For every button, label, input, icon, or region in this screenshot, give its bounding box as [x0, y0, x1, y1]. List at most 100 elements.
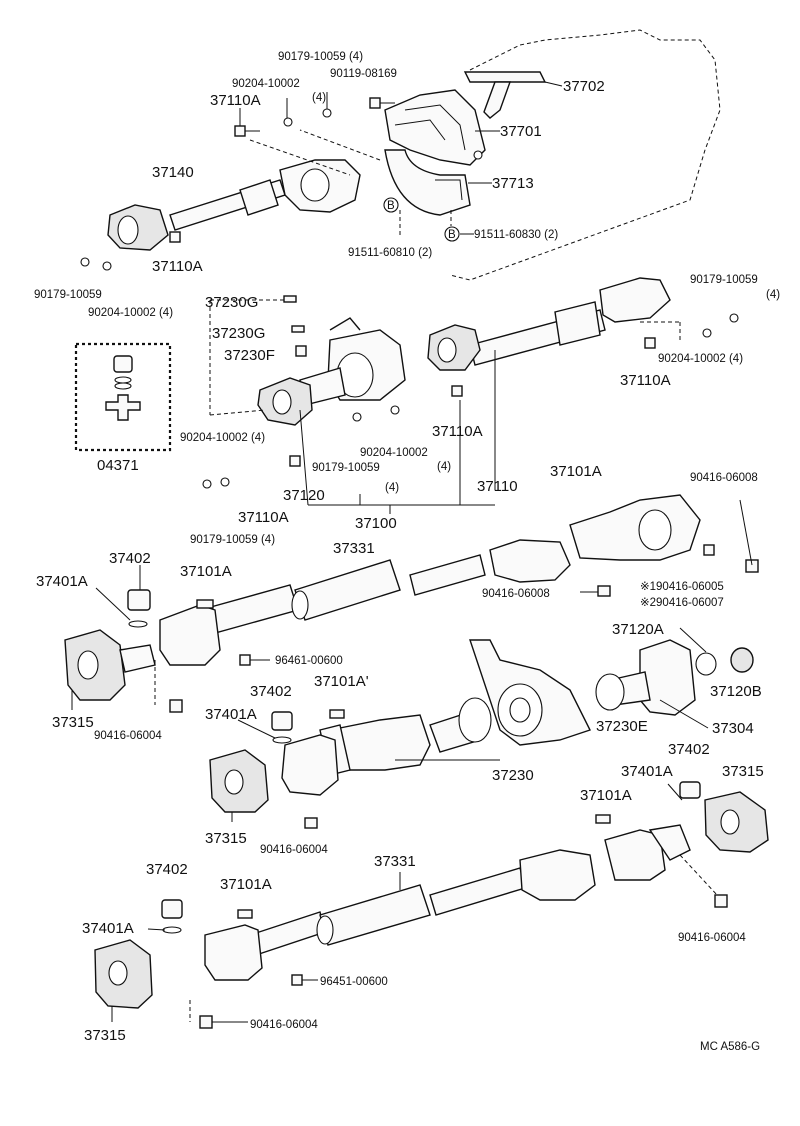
propeller-shaft-37140	[107, 139, 361, 251]
label-90204-10002-mid2: 90204-10002	[360, 447, 428, 459]
cap-37402-d	[161, 899, 183, 934]
marker-b-right	[444, 226, 460, 242]
label-37101A-d: 37101A	[580, 787, 632, 804]
label-4-right: (4)	[766, 289, 780, 301]
label-37315-b: 37315	[205, 830, 247, 847]
label-90179-10059-right: 90179-10059	[690, 274, 758, 286]
label-91511-60810: 91511-60810 (2)	[348, 247, 432, 259]
middle-leader-lines	[209, 299, 681, 514]
fasteners-row7	[199, 909, 303, 1029]
label-91511-60830: 91511-60830 (2)	[474, 229, 558, 241]
label-190416-06005: ※190416-06005	[640, 581, 724, 593]
label-90204-10002-right: 90204-10002 (4)	[658, 353, 743, 365]
label-37110A-right: 37110A	[620, 372, 671, 389]
label-37110A-mid: 37110A	[432, 423, 483, 440]
marker-b-label-left: B	[387, 200, 395, 212]
label-90416-06004-d: 90416-06004	[678, 932, 746, 944]
footer-code: MC A586-G	[700, 1041, 760, 1053]
marker-b-label-right: B	[448, 229, 456, 241]
label-37110A-low: 37110A	[238, 509, 289, 526]
leaders-row7	[111, 872, 401, 1023]
label-90416-06004-b: 90416-06004	[260, 844, 328, 856]
flange-yoke-37315-a	[64, 629, 156, 701]
label-90416-06008-a: 90416-06008	[690, 472, 758, 484]
label-37230E: 37230E	[596, 718, 648, 735]
leaders-row3	[71, 499, 753, 710]
leader-lines-top	[239, 81, 563, 236]
label-37100: 37100	[355, 515, 397, 532]
propeller-shaft-rear-right	[604, 824, 691, 881]
label-90204-10002-top: 90204-10002	[232, 78, 300, 90]
label-37230: 37230	[492, 767, 534, 784]
label-4-mid2: (4)	[437, 461, 451, 473]
label-37120B: 37120B	[710, 683, 762, 700]
label-96451-00600: 96451-00600	[320, 976, 388, 988]
leaders-row5	[231, 719, 276, 822]
spring-37230E	[595, 673, 625, 711]
flange-yoke-37315-b	[209, 749, 269, 813]
label-37331-lower: 37331	[374, 853, 416, 870]
label-37401A-a: 37401A	[36, 573, 88, 590]
label-37230F: 37230F	[224, 347, 275, 364]
label-90119-08169: 90119-08169	[330, 68, 397, 80]
leaders-row4	[395, 627, 709, 761]
cushion-37713	[384, 149, 471, 216]
propeller-shaft-rear-middle	[281, 724, 351, 796]
label-37140: 37140	[152, 164, 194, 181]
center-bearing-hanger-37701	[384, 89, 486, 166]
label-37701: 37701	[500, 123, 542, 140]
label-90179-10059-top: 90179-10059 (4)	[278, 51, 363, 63]
flange-yoke-37315-c	[704, 791, 769, 853]
label-37402-d: 37402	[146, 861, 188, 878]
washer-37120A	[695, 652, 717, 676]
bolt-90119	[369, 97, 395, 109]
label-37402-a: 37402	[109, 550, 151, 567]
label-37110A-left: 37110A	[152, 258, 203, 275]
sleeve-37331-upper	[291, 559, 401, 621]
label-37401A-b: 37401A	[205, 706, 257, 723]
label-37315-a: 37315	[52, 714, 94, 731]
label-90416-06004-a: 90416-06004	[94, 730, 162, 742]
label-4-top: (4)	[312, 92, 326, 104]
flange-yoke-37315-d	[94, 939, 153, 1009]
label-37110A-top: 37110A	[210, 92, 261, 109]
label-37402-b: 37402	[250, 683, 292, 700]
label-37230G-b: 37230G	[212, 325, 265, 342]
part-labels: 37702 37701 37713 90179-10059 (4) 90204-…	[34, 51, 780, 1053]
label-37331-upper: 37331	[333, 540, 375, 557]
cap-37402-b	[271, 711, 293, 744]
fasteners-middle	[202, 313, 739, 489]
sleeve-37331-lower	[316, 884, 431, 946]
cap-37402-a	[127, 589, 151, 628]
fasteners-row5	[304, 709, 345, 829]
center-support-bearing-37230	[469, 639, 591, 746]
label-04371: 04371	[97, 457, 139, 474]
bracket-37230G	[283, 295, 307, 357]
washer-90204-top	[283, 117, 293, 127]
universal-joint-kit-04371	[74, 342, 172, 452]
label-37101A-b: 37101A	[180, 563, 232, 580]
leaders-row6	[667, 783, 719, 897]
label-290416-06007: ※290416-06007	[640, 597, 724, 609]
label-90416-06004-c: 90416-06004	[250, 1019, 318, 1031]
label-37304: 37304	[712, 720, 754, 737]
label-37230G-a: 37230G	[205, 294, 258, 311]
label-4-mid: (4)	[385, 482, 399, 494]
transfer-case-outline	[449, 29, 721, 281]
label-37110: 37110	[477, 478, 518, 495]
marker-b-left	[383, 197, 399, 213]
washer-90179-left	[80, 257, 90, 267]
label-37120A: 37120A	[612, 621, 664, 638]
label-90416-06008-b: 90416-06008	[482, 588, 550, 600]
propeller-shaft-bottom	[204, 849, 596, 981]
bolt-37110A-top	[234, 125, 260, 137]
label-37101A-a: 37101A	[550, 463, 602, 480]
label-90204-10002-left: 90204-10002 (4)	[88, 307, 173, 319]
washer-90204-left	[102, 261, 112, 271]
label-37120: 37120	[283, 487, 325, 504]
label-37402-c: 37402	[668, 741, 710, 758]
fasteners-row3	[169, 544, 759, 713]
flange-37304	[609, 639, 696, 716]
propeller-shaft-rear-upper	[159, 494, 701, 666]
